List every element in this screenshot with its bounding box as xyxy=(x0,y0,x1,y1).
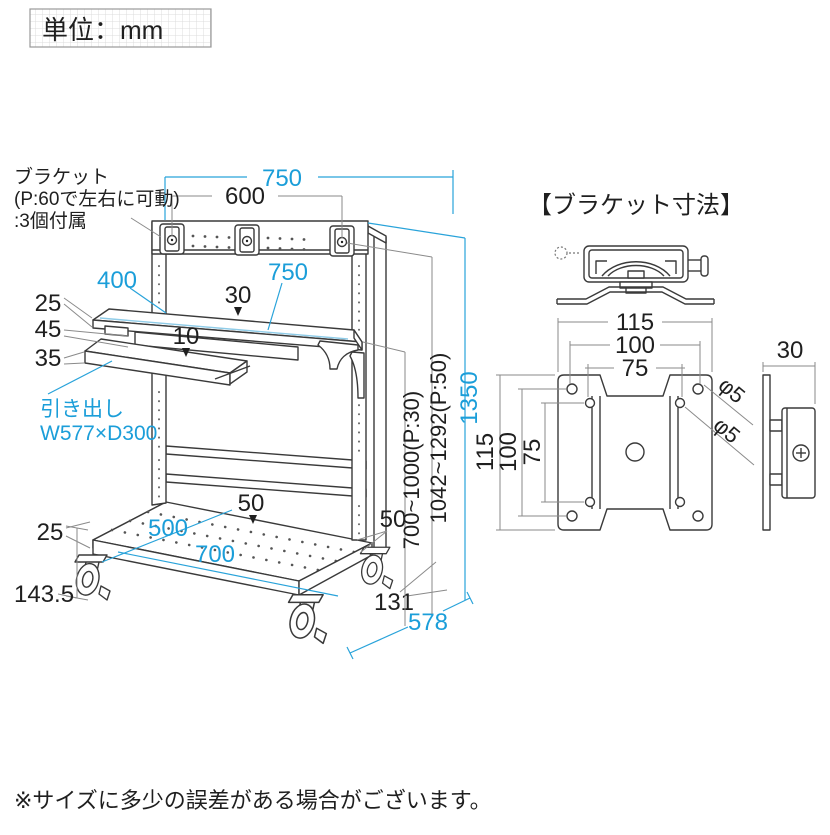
cross-rail-upper xyxy=(165,445,367,470)
keyboard-tray xyxy=(84,338,251,386)
caster-front-right xyxy=(285,594,328,645)
dim-bracket-pitch: 600 xyxy=(171,183,343,238)
cart-drawing: 750 600 ブラケット (P:60で左右に可動) :3個付属 400 750 xyxy=(14,165,483,660)
svg-text:700~1000(P:30): 700~1000(P:30) xyxy=(399,391,424,549)
dim-clearance-30: 30 xyxy=(225,282,252,316)
bracket-top-view xyxy=(554,245,715,305)
dim-shelf-700: 700 xyxy=(117,541,339,597)
svg-text:50: 50 xyxy=(238,490,265,517)
svg-text:131: 131 xyxy=(374,589,414,616)
bracket-note: ブラケット (P:60で左右に可動) :3個付属 xyxy=(14,165,180,232)
top-bar xyxy=(151,220,369,257)
svg-text:10: 10 xyxy=(173,323,200,350)
svg-text:W577×D300: W577×D300 xyxy=(40,422,157,445)
svg-text:75: 75 xyxy=(519,439,546,466)
bracket-dims-horizontal: 115 100 75 xyxy=(557,309,713,397)
dim-desk-thicknesses: 25 45 35 xyxy=(35,290,129,372)
svg-text:1042~1292(P:50): 1042~1292(P:50) xyxy=(426,353,451,524)
svg-text:143.5: 143.5 xyxy=(14,581,74,608)
svg-text:100: 100 xyxy=(495,432,522,472)
svg-text:75: 75 xyxy=(622,355,649,382)
tolerance-note: ※サイズに多少の誤差がある場合がございます。 xyxy=(14,788,492,813)
svg-text:750: 750 xyxy=(262,165,302,192)
svg-text:50: 50 xyxy=(380,506,407,533)
caster-front-left xyxy=(72,554,111,601)
vesa-bracket-right xyxy=(329,225,355,257)
dim-bracket-height-range: 1042~1292(P:50) xyxy=(346,242,451,614)
svg-text:115: 115 xyxy=(472,433,499,471)
svg-text:(P:60で左右に可動): (P:60で左右に可動) xyxy=(14,188,180,210)
dim-desk-height-range: 700~1000(P:30) xyxy=(362,341,424,626)
bracket-dims-vertical: 115 100 75 xyxy=(472,374,584,531)
dim-shelf-50: 50 xyxy=(238,490,265,524)
bracket-side-view: 30 xyxy=(762,337,816,531)
unit-box: 単位：mm xyxy=(29,8,212,48)
bracket-title: 【ブラケット寸法】 xyxy=(528,192,744,219)
svg-text:引き出し: 引き出し xyxy=(40,398,124,421)
drawer-note: 引き出し W577×D300 xyxy=(40,360,157,445)
dim-side-30: 30 xyxy=(762,337,816,404)
dim-rear-131: 131 xyxy=(374,561,448,616)
unit-label: 単位：mm xyxy=(42,15,163,45)
bracket-front-view xyxy=(557,374,713,531)
dim-caster-height: 143.5 xyxy=(14,525,89,608)
svg-text:578: 578 xyxy=(408,609,448,636)
dim-depth-578: 578 xyxy=(346,591,474,660)
desk-shelf xyxy=(92,308,365,399)
svg-text:30: 30 xyxy=(225,282,252,309)
dim-desk-depth: 400 xyxy=(97,267,167,314)
svg-text:750: 750 xyxy=(268,259,308,286)
desk-corbel-lower xyxy=(349,351,365,399)
desk-corbel xyxy=(317,340,359,370)
svg-text:700: 700 xyxy=(195,541,235,568)
svg-text:φ5: φ5 xyxy=(709,412,745,448)
bottom-shelf xyxy=(92,501,373,596)
svg-text::3個付属: :3個付属 xyxy=(14,210,87,232)
drawer-front xyxy=(134,331,299,361)
rear-right-post xyxy=(373,235,387,553)
dim-desk-width: 750 xyxy=(267,259,308,331)
vesa-bracket-center xyxy=(234,224,260,256)
svg-text:400: 400 xyxy=(97,267,137,294)
svg-text:500: 500 xyxy=(148,515,188,542)
cross-rail-lower xyxy=(165,473,367,498)
dim-rear-50: 50 xyxy=(356,506,407,553)
svg-text:25: 25 xyxy=(37,519,64,546)
svg-text:30: 30 xyxy=(777,337,804,364)
svg-text:φ5: φ5 xyxy=(714,372,750,408)
svg-text:ブラケット: ブラケット xyxy=(14,165,109,188)
svg-text:25: 25 xyxy=(35,290,62,317)
svg-text:600: 600 xyxy=(225,183,265,210)
svg-text:100: 100 xyxy=(615,332,655,359)
bar-hole-dots xyxy=(191,234,306,251)
caster-rear-right xyxy=(358,546,394,590)
svg-text:35: 35 xyxy=(35,345,62,372)
dim-top-width: 750 xyxy=(164,165,454,220)
dim-clearance-10: 10 xyxy=(173,323,200,357)
dim-total-height: 1350 xyxy=(367,222,483,600)
svg-text:1350: 1350 xyxy=(456,371,483,424)
svg-text:115: 115 xyxy=(616,309,654,336)
bracket-section: 【ブラケット寸法】 xyxy=(472,192,816,531)
desk-width-dim-line xyxy=(99,317,349,340)
dim-frame-25: 25 xyxy=(37,519,91,549)
svg-text:45: 45 xyxy=(35,316,62,343)
